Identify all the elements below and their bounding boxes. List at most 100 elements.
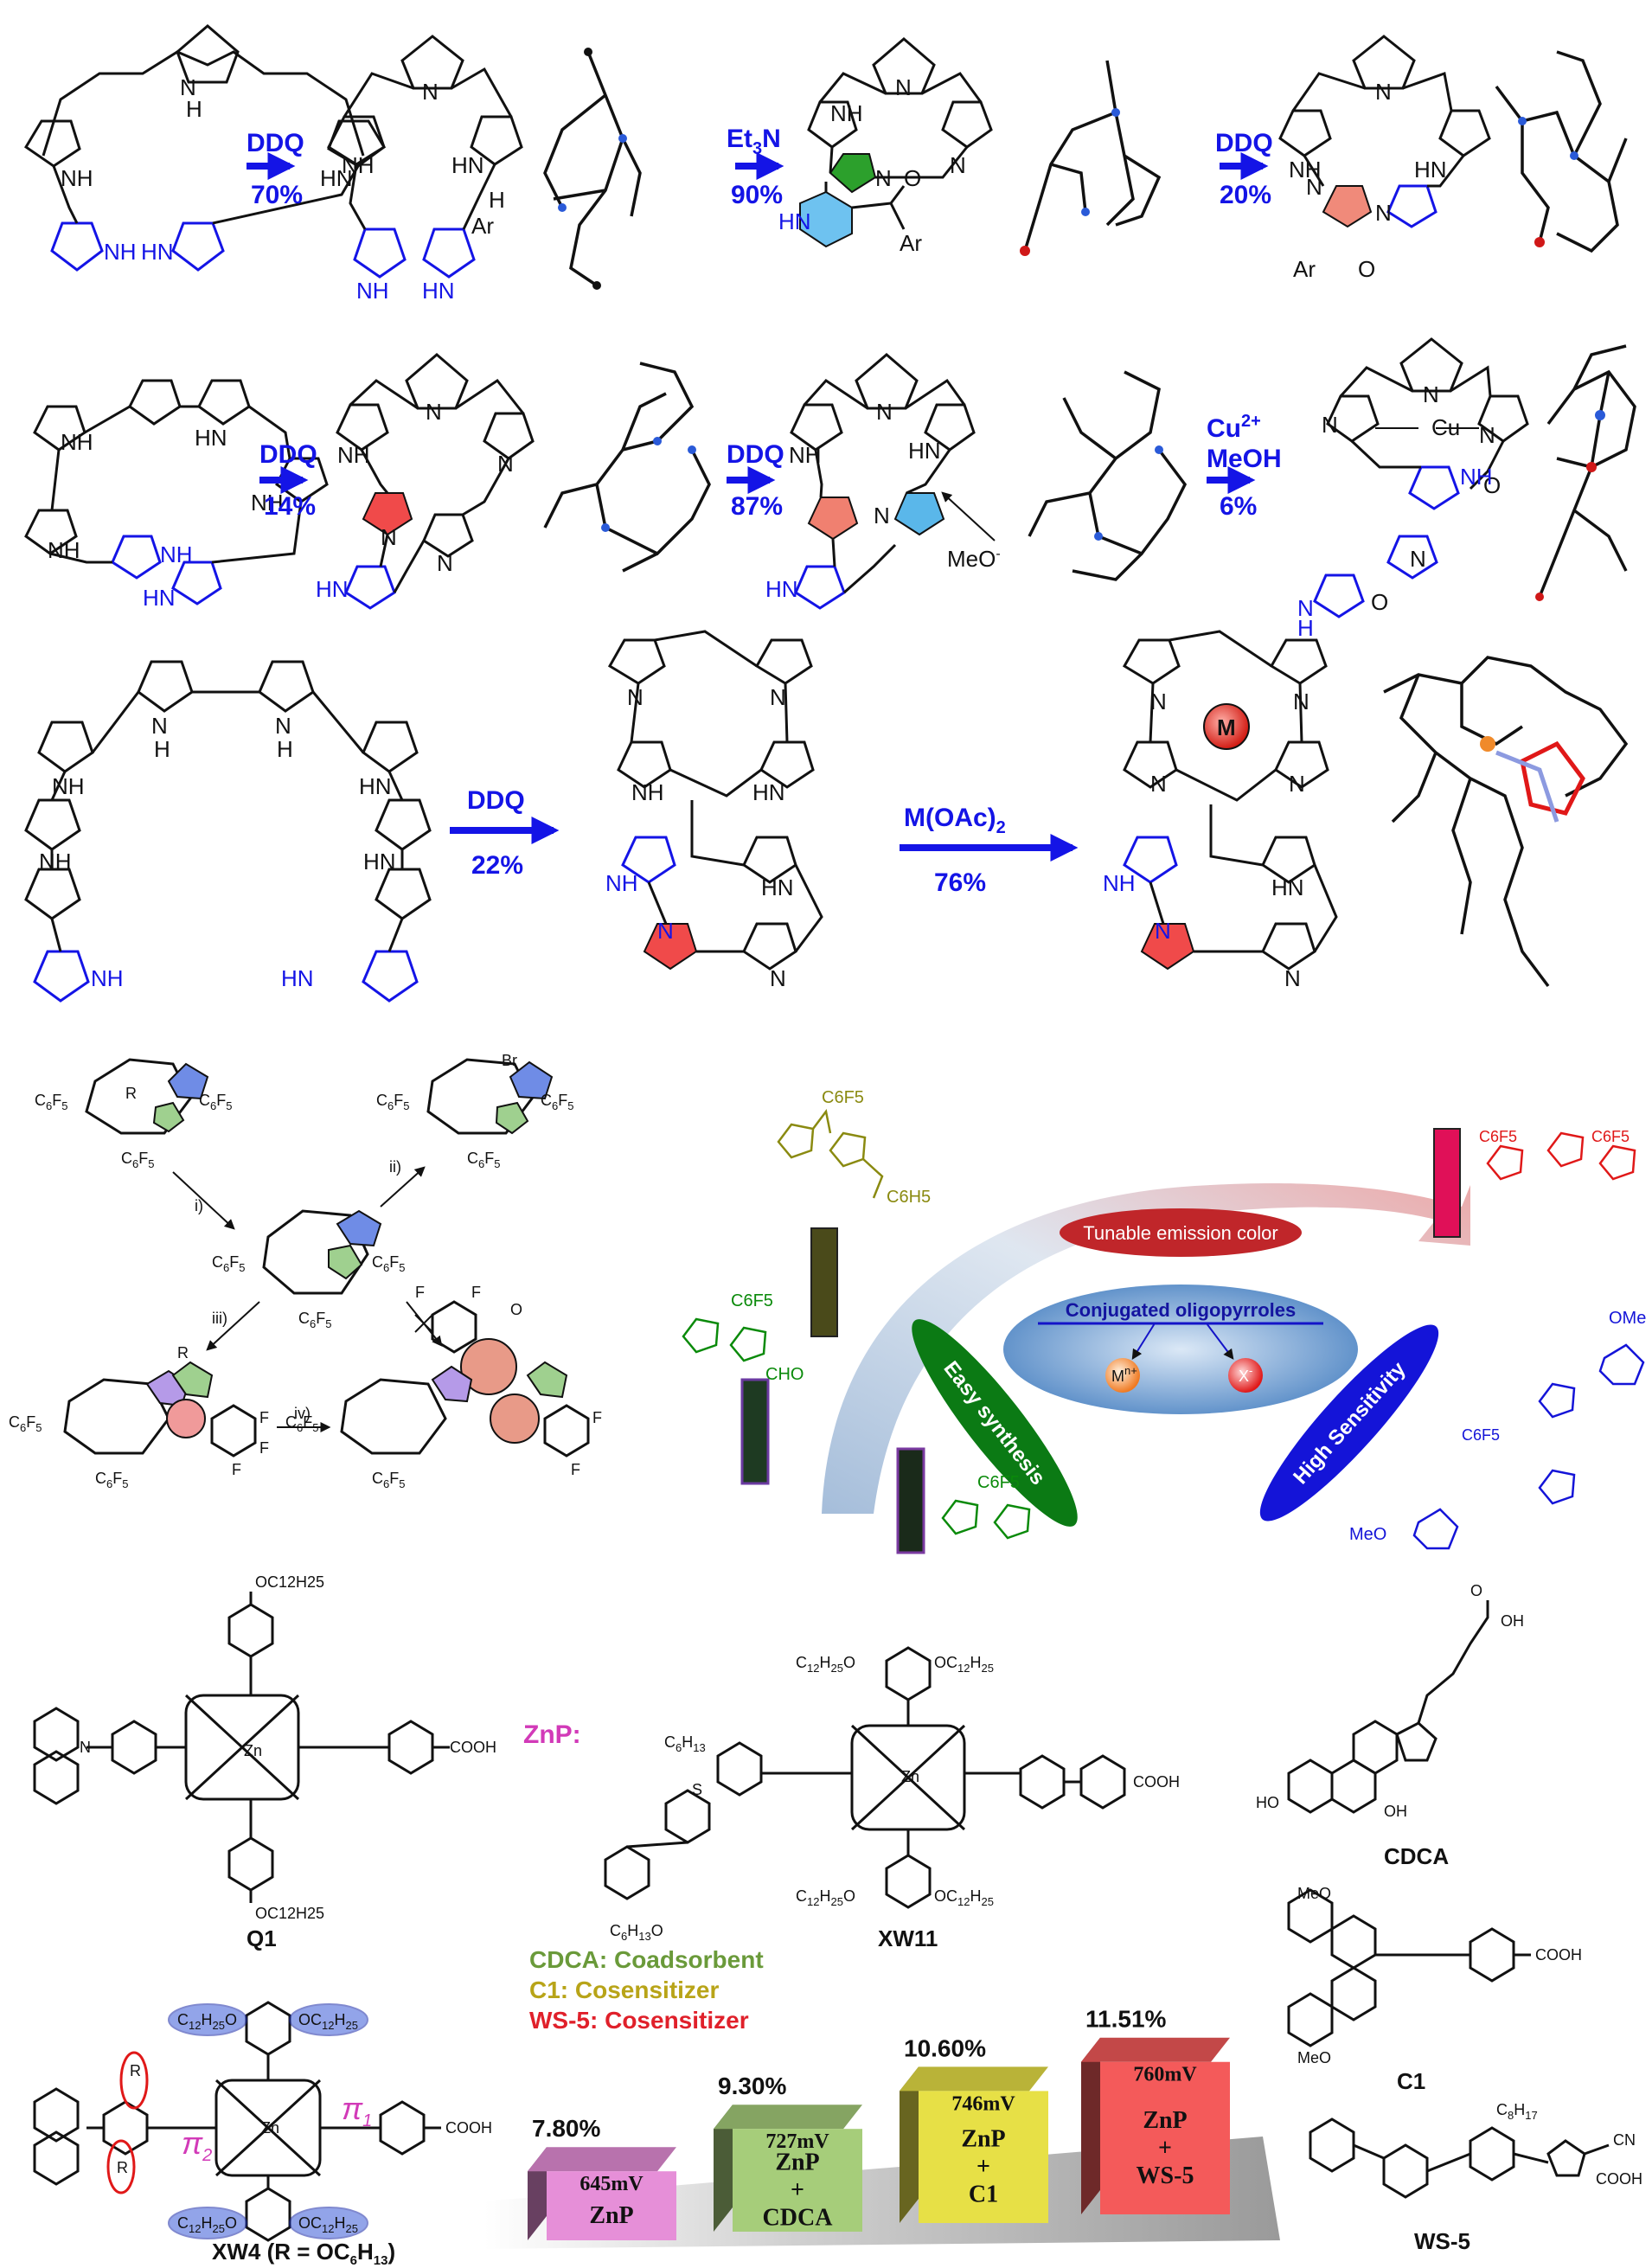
svg-text:R: R xyxy=(117,2159,128,2176)
bar-front xyxy=(1100,2061,1230,2214)
svg-text:N: N xyxy=(497,451,514,477)
green-molecule-1: C6F5 CHO xyxy=(682,1291,804,1384)
svg-text:MeO: MeO xyxy=(1349,1525,1386,1544)
bar-category-label: ZnP xyxy=(1143,2107,1187,2134)
svg-text:Tunable emission color: Tunable emission color xyxy=(1083,1222,1277,1244)
svg-text:N: N xyxy=(1479,422,1495,448)
svg-text:Ar: Ar xyxy=(471,213,494,239)
porphyrinoid-bromo: Br C6F5 C6F5 C6F5 xyxy=(376,1052,573,1170)
bar-top xyxy=(528,2147,676,2172)
row2-yield-3: 6% xyxy=(1220,492,1257,521)
svg-text:N: N xyxy=(180,74,196,100)
bar-top xyxy=(900,2066,1048,2092)
anion-orb xyxy=(1228,1358,1263,1393)
svg-text:COOH: COOH xyxy=(1596,2170,1642,2188)
svg-text:F: F xyxy=(571,1461,580,1478)
row1-crystal-structure-2 xyxy=(1020,60,1162,256)
ws5-molecule: CN COOH C8H17 xyxy=(1309,2101,1642,2199)
svg-text:C6F5: C6F5 xyxy=(731,1291,773,1310)
svg-text:NH: NH xyxy=(48,537,80,563)
center-ellipse xyxy=(1003,1285,1358,1414)
label-c1: C1 xyxy=(1397,2068,1425,2094)
svg-text:N: N xyxy=(1150,689,1167,714)
row1-reagent-3: DDQ xyxy=(1215,129,1273,157)
svg-text:HN: HN xyxy=(761,875,794,900)
svg-text:N: N xyxy=(1155,918,1171,944)
svg-text:OH: OH xyxy=(1384,1803,1407,1820)
svg-text:CN: CN xyxy=(1613,2131,1636,2149)
row3-product-2: M N N N N NH HN N N xyxy=(1103,630,1338,991)
svg-text:C6F5: C6F5 xyxy=(199,1092,232,1112)
row3-start-molecule: NH NH NH HN NH HN NH HN xyxy=(24,660,432,1003)
svg-text:N: N xyxy=(422,79,439,105)
bar-side xyxy=(714,2105,733,2232)
svg-text:HN: HN xyxy=(195,425,227,451)
label-cdca: CDCA xyxy=(1384,1843,1449,1869)
legend-item-c1: C1: Cosensitizer xyxy=(529,1976,719,2003)
svg-text:C6F5: C6F5 xyxy=(212,1253,245,1274)
row1-yield-3: 20% xyxy=(1220,181,1271,209)
svg-text:NH: NH xyxy=(337,442,370,468)
anion-label: X- xyxy=(1239,1364,1252,1385)
svg-text:F: F xyxy=(471,1284,481,1301)
cation-orb xyxy=(1105,1358,1140,1393)
bar-side xyxy=(1081,2037,1100,2214)
bar-voltage-label: 760mV xyxy=(1133,2064,1197,2086)
bar-category-label: C1 xyxy=(969,2182,998,2208)
svg-text:N: N xyxy=(1297,595,1314,621)
svg-text:C6F5: C6F5 xyxy=(467,1150,500,1170)
center-title: Conjugated oligopyrroles xyxy=(1066,1299,1296,1321)
row3-reagent-1: DDQ xyxy=(467,786,525,815)
svg-text:HN: HN xyxy=(1414,157,1447,183)
svg-text:O: O xyxy=(1371,589,1388,615)
svg-text:F: F xyxy=(415,1284,425,1301)
row5-structures: Zn OC12H25 OC12H25 COOH N Q1 ZnP: Zn C12… xyxy=(33,1573,1642,2268)
svg-text:HO: HO xyxy=(1256,1794,1279,1811)
svg-text:HN: HN xyxy=(141,239,174,265)
svg-text:HN: HN xyxy=(363,849,396,875)
svg-text:HN: HN xyxy=(422,278,455,304)
svg-text:N: N xyxy=(895,74,912,100)
sweep-arrow xyxy=(822,1183,1470,1514)
row2-yield-1: 14% xyxy=(264,492,316,521)
svg-text:N: N xyxy=(381,524,397,550)
svg-text:H: H xyxy=(277,736,293,762)
svg-text:N: N xyxy=(1375,79,1392,105)
svg-text:HN: HN xyxy=(143,585,176,611)
svg-text:i): i) xyxy=(195,1197,203,1214)
svg-text:Ar: Ar xyxy=(900,230,922,256)
svg-text:O: O xyxy=(1470,1582,1482,1599)
svg-text:C6H5: C6H5 xyxy=(887,1188,931,1207)
bar-voltage-label: 727mV xyxy=(765,2130,829,2153)
porphyrinoid-fused: C6F5 C6F5 F F F R xyxy=(9,1344,269,1490)
svg-text:N: N xyxy=(437,550,453,576)
row2-reagent-2: DDQ xyxy=(727,440,784,469)
bar-side xyxy=(900,2066,919,2223)
svg-text:M: M xyxy=(1217,714,1236,740)
svg-text:OH: OH xyxy=(1501,1612,1524,1630)
top-banner xyxy=(1060,1208,1302,1257)
svg-text:F: F xyxy=(232,1461,241,1478)
svg-text:C6F5: C6F5 xyxy=(1479,1128,1517,1145)
svg-text:iv): iv) xyxy=(294,1405,311,1422)
svg-text:C6F5: C6F5 xyxy=(372,1253,405,1274)
svg-text:COOH: COOH xyxy=(450,1739,496,1756)
svg-text:HN: HN xyxy=(316,576,349,602)
svg-text:COOH: COOH xyxy=(1535,1946,1582,1964)
svg-text:N: N xyxy=(1410,546,1426,572)
svg-text:NH: NH xyxy=(1460,464,1493,490)
row1-crystal-structure-3 xyxy=(1495,50,1628,253)
row1-product-2: NH N N N HN O Ar xyxy=(778,37,993,256)
svg-text:Br: Br xyxy=(502,1052,517,1069)
svg-text:NH: NH xyxy=(39,849,72,875)
svg-text:NH: NH xyxy=(91,965,124,991)
row1-yield-2: 90% xyxy=(731,181,783,209)
bar-category-label: ZnP xyxy=(961,2126,1005,2153)
svg-text:C6F5: C6F5 xyxy=(376,1092,409,1112)
bar-category-label: + xyxy=(1158,2135,1172,2162)
svg-text:NH: NH xyxy=(1103,870,1136,896)
svg-text:HN: HN xyxy=(320,165,353,191)
efficiency-bar-chart: 645mV7.80%ZnP727mV9.30%ZnP+CDCA746mV10.6… xyxy=(484,2006,1280,2249)
